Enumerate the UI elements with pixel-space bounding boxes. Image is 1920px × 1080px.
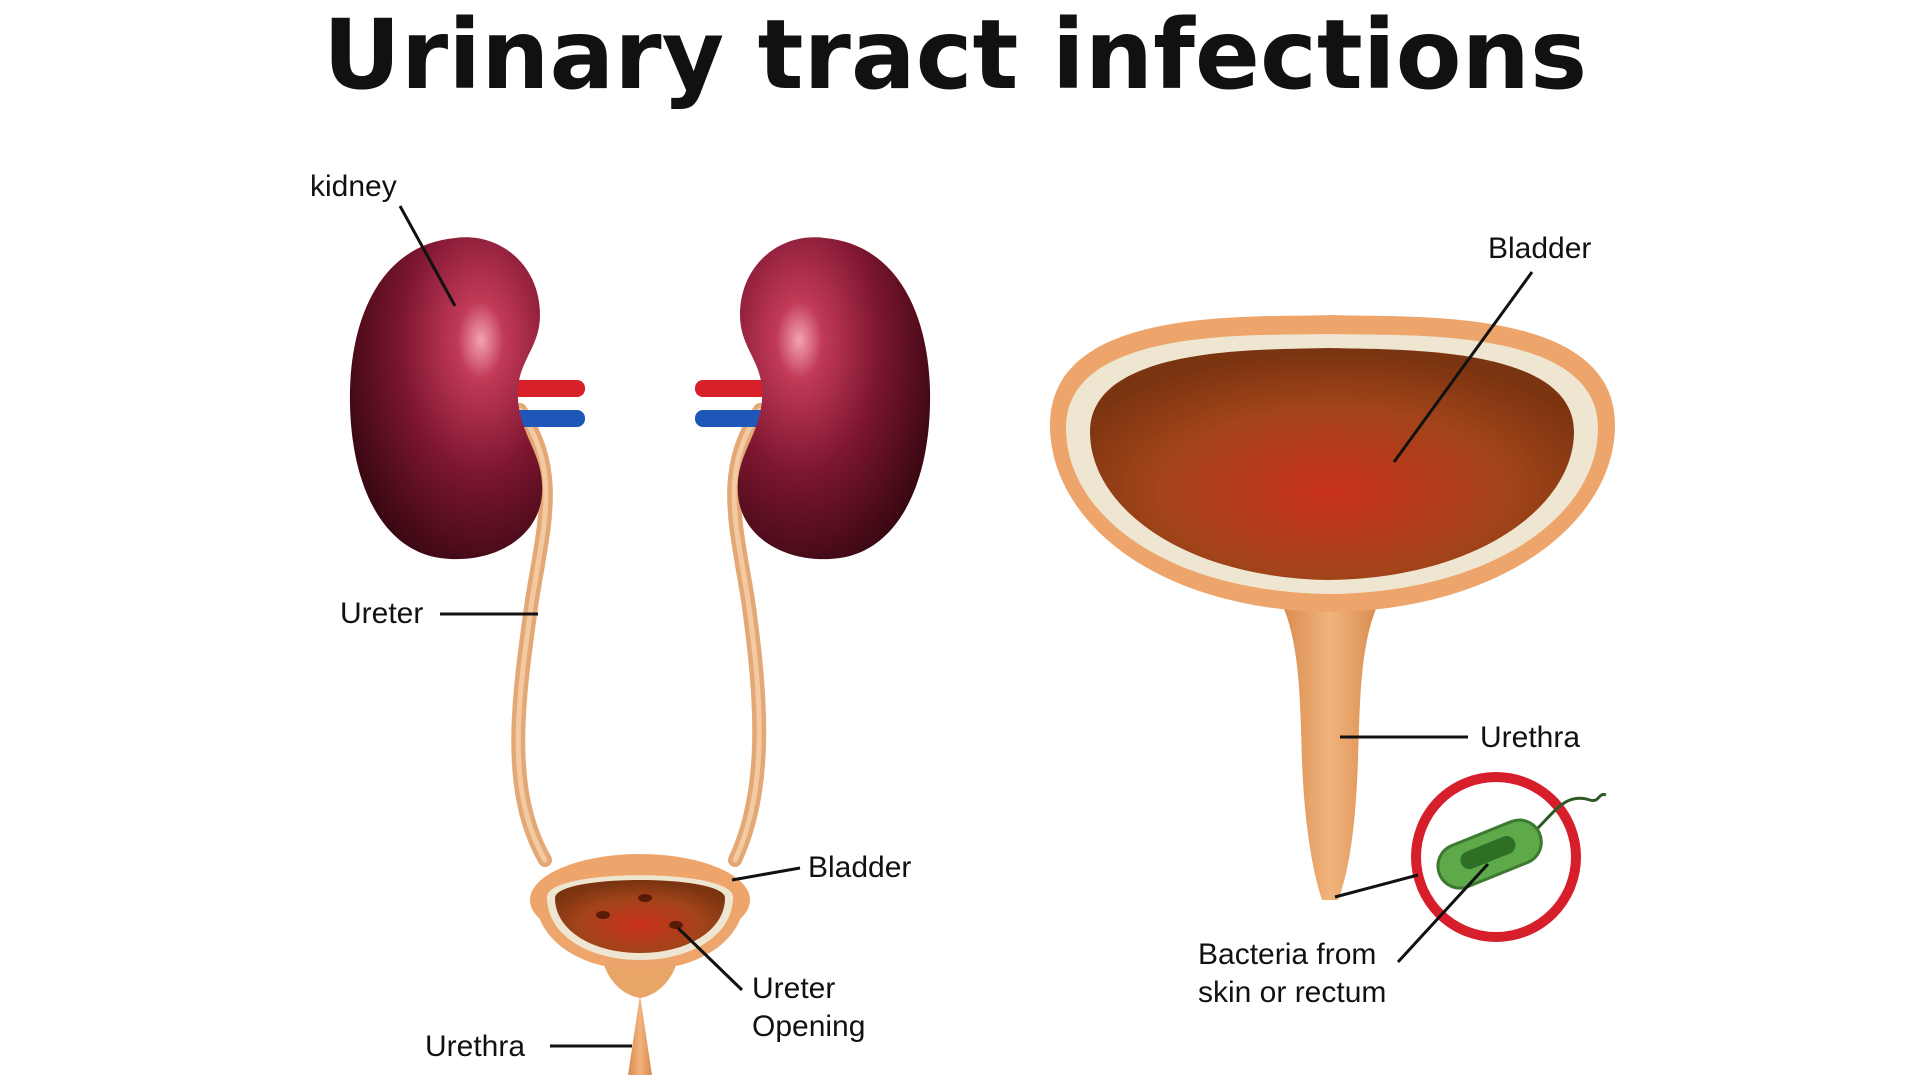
label-ureter-opening-line2: Opening	[752, 1010, 865, 1043]
label-ureter-opening-line1: Ureter	[752, 972, 835, 1005]
label-urethra-left: Urethra	[425, 1030, 525, 1063]
urinary-system-overview: kidney Ureter Bladder Ureter Opening Ure…	[310, 170, 931, 1075]
right-kidney	[737, 237, 931, 560]
label-bacteria-line1: Bacteria from	[1198, 938, 1376, 971]
label-bladder-large: Bladder	[1488, 232, 1591, 265]
large-bladder-lumen	[1090, 348, 1574, 580]
label-bladder-small: Bladder	[808, 851, 911, 884]
label-bacteria-line2: skin or rectum	[1198, 976, 1386, 1009]
label-kidney: kidney	[310, 170, 397, 203]
left-kidney	[349, 237, 543, 560]
right-renal-vessels	[695, 380, 775, 427]
label-ureter: Ureter	[340, 597, 423, 630]
enlarged-bladder-view: Bladder Urethra Bacteria from skin or re…	[1050, 232, 1615, 1009]
small-bladder	[530, 854, 750, 1075]
left-renal-vessels	[505, 380, 585, 427]
page-title: Urinary tract infections	[323, 0, 1587, 111]
large-urethra	[1280, 600, 1380, 900]
label-urethra-right: Urethra	[1480, 721, 1580, 754]
